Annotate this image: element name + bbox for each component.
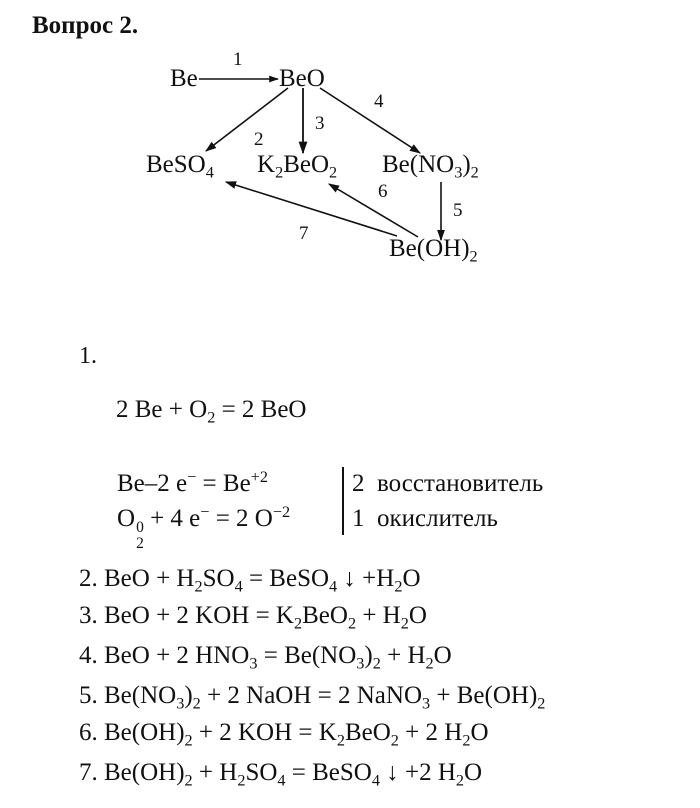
- equation-4: 4. BeO + 2 HNO3 = Be(NO3)2 + H2O: [79, 642, 452, 673]
- electron-balance-divider: [342, 467, 344, 535]
- node-beso4: BeSO4: [146, 151, 214, 182]
- half-reaction-oxidation: Be–2 e− = Be+2: [117, 468, 268, 497]
- node-be-no3-2: Be(NO3)2: [382, 151, 479, 182]
- node-beo: BeO: [279, 65, 325, 92]
- question-title: Вопрос 2.: [32, 12, 139, 39]
- equation-3: 3. BeO + 2 KOH = K2BeO2 + H2O: [79, 602, 427, 633]
- arrow-label-6: 6: [378, 181, 388, 202]
- equation-6: 6. Be(OH)2 + 2 KOH = K2BeO2 + 2 H2O: [79, 719, 489, 750]
- arrow-label-3: 3: [315, 113, 325, 134]
- arrow-7: [224, 181, 398, 237]
- arrow-2: [205, 87, 289, 152]
- arrow-label-5: 5: [453, 200, 463, 221]
- reaction-scheme-arrows: [199, 75, 445, 242]
- equation-2: 2. BeO + H2SO4 = BeSO4 ↓ +H2O: [79, 565, 421, 596]
- arrow-label-4: 4: [374, 91, 384, 112]
- arrow-6: [328, 183, 419, 238]
- node-k2beo2: K2BeO2: [257, 151, 338, 182]
- equation-7: 7. Be(OH)2 + H2SO4 = BeSO4 ↓ +2 H2O: [79, 759, 483, 790]
- arrow-label-7: 7: [299, 223, 309, 244]
- equation-5: 5. Be(NO3)2 + 2 NaOH = 2 NaNO3 + Be(OH)2: [79, 682, 546, 713]
- arrow-label-1: 1: [233, 49, 243, 70]
- node-be: Be: [170, 65, 198, 92]
- step-1-label: 1.: [79, 343, 97, 369]
- node-be-oh-2: Be(OH)2: [389, 235, 478, 266]
- arrow-4: [319, 87, 421, 154]
- balance-row-reducer: 2 восстановитель: [352, 470, 544, 497]
- equation-1: 2 Be + O2 = 2 BeO: [116, 396, 307, 427]
- arrow-label-2: 2: [254, 129, 264, 150]
- balance-row-oxidizer: 1 окислитель: [352, 505, 498, 532]
